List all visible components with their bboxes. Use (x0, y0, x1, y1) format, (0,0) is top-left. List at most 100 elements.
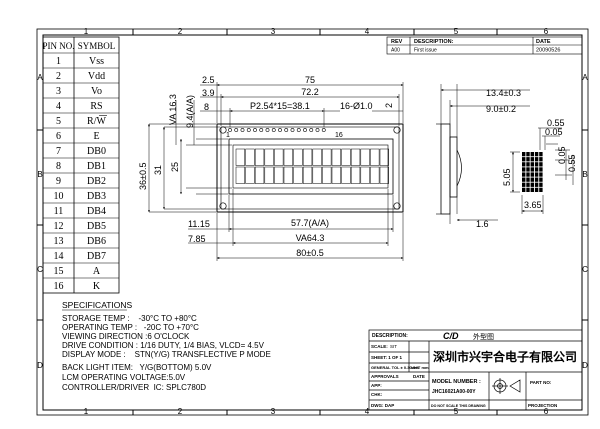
dim-13-4: 13.4±0.3 (486, 88, 521, 98)
matrix-dot (539, 152, 543, 157)
tb-sheet: SHEET: 1 OF 1 (371, 355, 403, 360)
matrix-dot (534, 177, 539, 182)
row-a: A (37, 73, 43, 82)
char-cell (322, 148, 332, 166)
char-cell (235, 166, 245, 184)
row-d: D (37, 361, 43, 370)
revision-block: REV DESCRIPTION: DATE A00 First issue 20… (386, 36, 583, 55)
char-cell (341, 148, 351, 166)
char-cell (360, 148, 370, 166)
pin-hole (228, 128, 232, 132)
dim-0-55-b: 0.55 (567, 154, 577, 172)
col-6-bottom: 6 (544, 407, 549, 416)
pin-16-label: 16 (335, 132, 343, 139)
matrix-dot (522, 177, 526, 182)
matrix-dot (539, 187, 543, 192)
pin-symbol: RS (90, 101, 102, 112)
matrix-dot (522, 152, 526, 157)
matrix-dot (530, 172, 534, 177)
tb-note: DO NOT SCALE THIS DRAWING (431, 404, 486, 408)
matrix-dot (530, 157, 534, 162)
matrix-dot (526, 152, 530, 157)
spec-line-6: BACK LIGHT ITEM: Y/G(BOTTOM) 5.0V (62, 363, 212, 372)
matrix-dot (534, 182, 539, 187)
pin-symbol: A (93, 266, 101, 277)
tb-dwg: DWG: DAP (371, 403, 394, 408)
char-cell (331, 148, 341, 166)
char-cell (379, 148, 389, 166)
char-cell (283, 148, 293, 166)
specifications: SPECIFICATIONS STORAGE TEMP : -30°C TO +… (62, 300, 271, 392)
matrix-dot (522, 167, 526, 172)
pin-hole (259, 128, 264, 132)
matrix-dot (534, 162, 539, 167)
rev-date-header: DATE (536, 39, 551, 45)
dim-va64-3: VA64.3 (296, 233, 325, 243)
pin-symbol: R/W (87, 116, 106, 127)
col-4: 4 (365, 27, 370, 36)
dim-2-5: 2.5 (202, 75, 215, 85)
dim-1-6: 1.6 (476, 219, 489, 229)
col-2-bottom: 2 (178, 407, 183, 416)
col-5-bottom: 5 (454, 407, 459, 416)
pin-symbol: DB5 (87, 221, 106, 232)
row-b-right: B (582, 170, 587, 179)
dim-3-9: 3.9 (202, 88, 215, 98)
char-cell (254, 166, 265, 184)
char-cell (264, 148, 274, 166)
front-dimensions (148, 82, 404, 261)
pin-hole (303, 128, 307, 132)
tb-part-label: PART NO: (530, 380, 552, 385)
tb-model-value: JHC16021A00-00Y (432, 389, 476, 395)
pin-number: 7 (56, 146, 61, 157)
row-a-right: A (582, 73, 588, 82)
pin-hole (265, 128, 270, 132)
char-cell (293, 148, 303, 166)
spec-line-2: OPERATING TEMP : -20C TO +70°C (62, 323, 199, 332)
matrix-dot (534, 167, 539, 172)
matrix-dot (526, 177, 530, 182)
front-dimension-labels: 2.5 75 3.9 72.2 8 P2.54*15=38.1 16-Ø1.0 … (138, 75, 394, 258)
dim-hole: 16-Ø1.0 (340, 101, 373, 111)
spec-line-8: CONTROLLER/DRIVER IC: SPLC780D (62, 383, 206, 392)
pin-header-symbol: SYMBOL (78, 41, 116, 51)
tb-description-label: DESCRIPTION: (372, 333, 408, 339)
pin-number: 10 (54, 191, 64, 202)
col-3: 3 (271, 27, 276, 36)
matrix-dot (534, 187, 539, 192)
pin-symbol: DB7 (87, 251, 106, 262)
matrix-dot (539, 172, 543, 177)
pin-hole (253, 128, 257, 132)
char-cell (293, 166, 303, 184)
matrix-dot (530, 152, 534, 157)
pin-hole (234, 128, 239, 132)
col-6: 6 (544, 27, 549, 36)
pin-number: 3 (56, 86, 61, 97)
tb-scale-label: SCALE: (371, 344, 388, 349)
matrix-dot (522, 187, 526, 192)
tb-description-cn: 外型图 (473, 332, 494, 341)
projection-symbol-icon (492, 378, 521, 394)
pin-symbol: DB0 (87, 146, 106, 157)
tb-chk: CHK: (371, 392, 383, 397)
char-cell (322, 166, 332, 184)
dim-31: 31 (153, 165, 163, 175)
dim-11-15: 11.15 (188, 219, 210, 229)
pin-number: 13 (54, 236, 64, 247)
pin-number: 2 (56, 71, 61, 82)
char-cell (302, 166, 313, 184)
char-cell (312, 148, 322, 166)
matrix-dot (526, 157, 530, 162)
char-cell (245, 166, 255, 184)
pin-hole (290, 128, 295, 132)
dim-7-85: 7.85 (188, 234, 206, 244)
matrix-dot (526, 172, 530, 177)
spec-line-1: STORAGE TEMP : -30°C TO +80°C (62, 314, 197, 323)
pin-hole (315, 128, 320, 132)
pin-hole (321, 128, 326, 132)
char-cell (350, 166, 361, 184)
rev-value: A00 (391, 48, 400, 54)
front-view: 1 16 (216, 123, 404, 213)
